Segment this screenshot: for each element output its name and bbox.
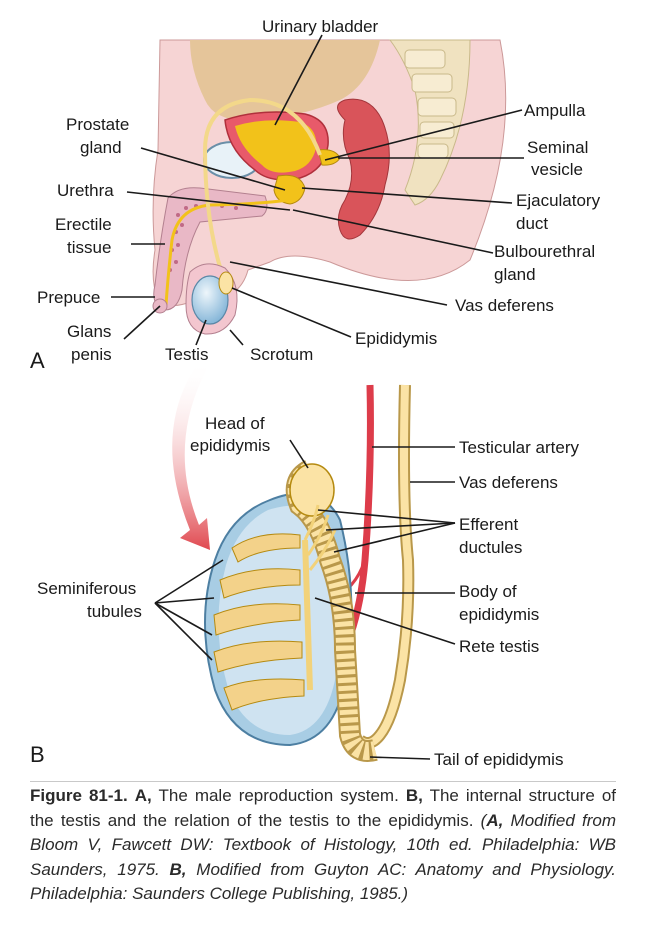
caption-source-open: (: [480, 810, 487, 830]
caption-a-marker: A,: [134, 786, 152, 805]
label-head-of-epididymis-2: epididymis: [190, 436, 270, 455]
label-erectile-tissue-1: Erectile: [55, 215, 112, 234]
label-tail-of-epididymis: Tail of epididymis: [434, 750, 563, 769]
caption-source-b-marker: B,: [169, 859, 187, 879]
label-prepuce: Prepuce: [37, 288, 100, 307]
label-head-of-epididymis-1: Head of: [205, 414, 265, 433]
panel-a-illustration: [152, 39, 507, 335]
panel-a-letter: A: [30, 348, 45, 373]
label-erectile-tissue-2: tissue: [67, 238, 111, 257]
caption-figure-label: Figure 81-1.: [30, 786, 128, 805]
label-glans-penis-2: penis: [71, 345, 112, 364]
rectum: [337, 98, 390, 240]
caption-source-close: ): [402, 884, 409, 903]
figure-caption: Figure 81-1. A, The male reproduction sy…: [30, 784, 616, 907]
efferent-ductules: [303, 504, 337, 571]
urethra: [164, 198, 289, 306]
label-efferent-ductules-1: Efferent: [459, 515, 519, 534]
label-ejaculatory-duct-2: duct: [516, 214, 548, 233]
label-seminiferous-tubules-2: tubules: [87, 602, 142, 621]
label-prostate-gland-2: gland: [80, 138, 122, 157]
label-prostate-gland-1: Prostate: [66, 115, 129, 134]
label-body-of-epididymis-2: epididymis: [459, 605, 539, 624]
label-seminal-vesicle-1: Seminal: [527, 138, 588, 157]
caption-b-marker: B,: [405, 786, 423, 805]
seminiferous-lobules: [213, 533, 305, 711]
panel-b-labels: Head of epididymis Testicular artery Vas…: [30, 414, 579, 769]
label-body-of-epididymis-1: Body of: [459, 582, 517, 601]
caption-source-a-marker: A,: [486, 810, 504, 830]
label-efferent-ductules-2: ductules: [459, 538, 522, 557]
label-seminal-vesicle-2: vesicle: [531, 160, 583, 179]
label-glans-penis-1: Glans: [67, 322, 111, 341]
caption-source: (A, Modified from Bloom V, Fawcett DW: T…: [30, 811, 616, 904]
panel-a-labels: Urinary bladder Prostate gland Ampulla S…: [30, 17, 601, 373]
label-epididymis: Epididymis: [355, 329, 437, 348]
label-ejaculatory-duct-1: Ejaculatory: [516, 191, 601, 210]
rete-testis: [302, 539, 313, 691]
testis-a: [191, 275, 229, 325]
panel-b-leaders: [154, 439, 456, 760]
caption-b-text: The internal structure of the testis and…: [30, 786, 617, 830]
abdominal-cavity: [190, 40, 380, 121]
bladder-urine: [235, 120, 317, 173]
label-testis: Testis: [165, 345, 208, 364]
panel-a-leaders: [111, 34, 524, 346]
label-scrotum: Scrotum: [250, 345, 313, 364]
panel-b-letter: B: [30, 742, 45, 767]
label-bulbourethral-gland-1: Bulbourethral: [494, 242, 595, 261]
label-rete-testis: Rete testis: [459, 637, 539, 656]
label-bulbourethral-gland-2: gland: [494, 265, 536, 284]
panel-b-illustration: [204, 384, 415, 762]
epididymis-head: [289, 463, 335, 517]
label-seminiferous-tubules-1: Seminiferous: [37, 579, 136, 598]
transition-arrow: [172, 360, 212, 550]
label-urinary-bladder: Urinary bladder: [262, 17, 379, 36]
anatomy-figure: Urinary bladder Prostate gland Ampulla S…: [30, 17, 601, 769]
prostate: [273, 174, 306, 205]
caption-divider: [30, 781, 616, 782]
epididymis-a: [218, 271, 234, 295]
caption-source-b: Modified from Guyton AC: Anatomy and Phy…: [30, 859, 616, 904]
caption-a-text: The male reproduction system.: [158, 786, 399, 805]
label-vas-deferens-a: Vas deferens: [455, 296, 554, 315]
label-urethra: Urethra: [57, 181, 114, 200]
vertebrae: [404, 49, 457, 159]
label-testicular-artery: Testicular artery: [459, 438, 579, 457]
vas-deferens-b-core: [357, 384, 413, 748]
label-vas-deferens-b: Vas deferens: [459, 473, 558, 492]
label-ampulla: Ampulla: [524, 101, 586, 120]
caption-source-a: Modified from Bloom V, Fawcett DW: Textb…: [30, 810, 617, 879]
vas-deferens-a: [202, 97, 322, 282]
